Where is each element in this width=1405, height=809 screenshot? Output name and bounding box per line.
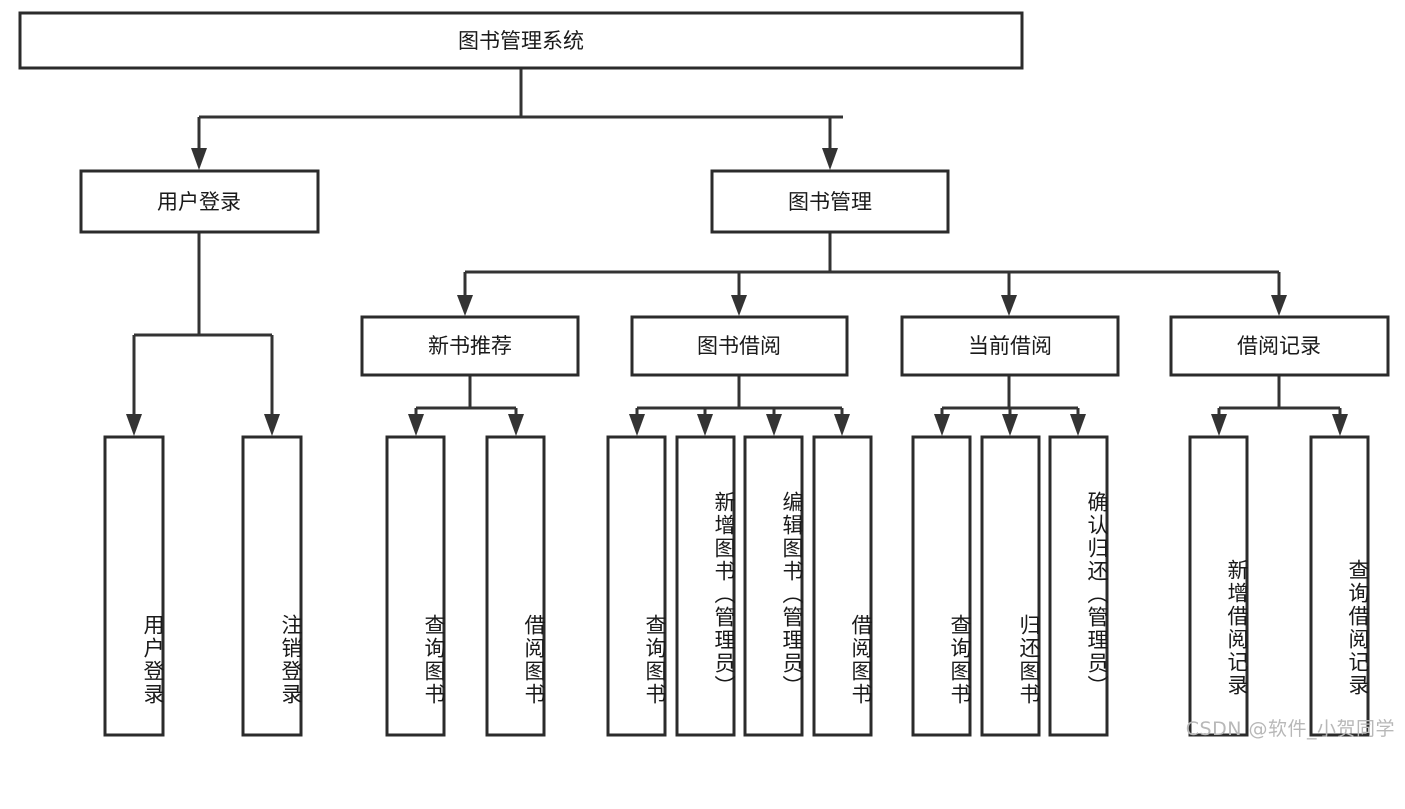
- arrow-br-leaf-1: [1211, 414, 1227, 436]
- arrow-to-borrow-record: [1271, 295, 1287, 316]
- node-book-management[interactable]: 图书管理: [710, 169, 950, 234]
- arrow-root-to-user-login: [191, 148, 207, 170]
- connector-group-book-mgmt: [457, 232, 1287, 316]
- arrow-bb-leaf-1: [629, 414, 645, 436]
- node-current-borrow-label: 当前借阅: [968, 334, 1052, 358]
- arrow-bb-leaf-3: [766, 414, 782, 436]
- node-current-borrow[interactable]: 当前借阅: [900, 315, 1120, 377]
- node-book-borrow[interactable]: 图书借阅: [630, 315, 849, 377]
- node-new-book-recommend[interactable]: 新书推荐: [360, 315, 580, 377]
- node-borrow-record[interactable]: 借阅记录: [1169, 315, 1390, 377]
- arrow-to-new-book-rec: [457, 295, 473, 316]
- connector-group-current-borrow: [934, 375, 1086, 436]
- node-root-rect[interactable]: [18, 11, 1024, 70]
- arrow-nbr-leaf-1: [408, 414, 424, 436]
- node-user-login[interactable]: 用户登录: [79, 169, 320, 234]
- arrow-br-leaf-2: [1332, 414, 1348, 436]
- node-borrow-record-label: 借阅记录: [1237, 334, 1321, 358]
- connector-group-root: [191, 68, 843, 170]
- node-user-login-rect[interactable]: [79, 169, 320, 234]
- flowchart-diagram: 图书管理系统 用户登录 图书管理 新书推荐 图书借阅 当前借阅 借阅记录: [18, 11, 1395, 740]
- arrow-cb-leaf-2: [1002, 414, 1018, 436]
- arrow-to-leaf-user-login: [126, 414, 142, 436]
- node-new-book-recommend-rect[interactable]: [360, 315, 580, 377]
- node-book-borrow-rect[interactable]: [630, 315, 849, 377]
- node-current-borrow-rect[interactable]: [900, 315, 1120, 377]
- node-root[interactable]: 图书管理系统: [18, 11, 1024, 70]
- arrow-cb-leaf-1: [934, 414, 950, 436]
- leaf-rect-query-borrow-record[interactable]: [1309, 435, 1370, 737]
- connector-group-book-borrow: [629, 375, 850, 436]
- leaf-rect-add-book-admin[interactable]: [675, 435, 736, 737]
- arrow-bb-leaf-4: [834, 414, 850, 436]
- leaf-rect-query-book-bb[interactable]: [606, 435, 667, 737]
- connector-group-user-login: [126, 232, 280, 436]
- arrow-to-current-borrow: [1001, 295, 1017, 316]
- csdn-watermark: CSDN @软件_小贺同学: [1185, 718, 1395, 740]
- node-book-management-rect[interactable]: [710, 169, 950, 234]
- leaf-rect-borrow-book-nbr[interactable]: [485, 435, 546, 737]
- arrow-root-to-book-mgmt: [822, 148, 838, 170]
- connector-group-new-book-rec: [408, 375, 524, 436]
- arrow-nbr-leaf-2: [508, 414, 524, 436]
- leaf-rect-query-book-nbr[interactable]: [385, 435, 446, 737]
- node-book-borrow-label: 图书借阅: [697, 334, 781, 358]
- connector-group-borrow-record: [1211, 375, 1348, 436]
- arrow-to-book-borrow: [731, 295, 747, 316]
- node-root-label: 图书管理系统: [458, 29, 584, 53]
- leaf-rect-return-book[interactable]: [980, 435, 1041, 737]
- leaf-rect-logout[interactable]: [241, 435, 303, 737]
- arrow-cb-leaf-3: [1070, 414, 1086, 436]
- node-book-management-label: 图书管理: [788, 190, 872, 214]
- leaf-rect-confirm-return-admin[interactable]: [1048, 435, 1109, 737]
- leaf-rect-user-login[interactable]: [103, 435, 165, 737]
- leaf-rect-borrow-book-bb[interactable]: [812, 435, 873, 737]
- leaf-rect-query-book-cb[interactable]: [911, 435, 972, 737]
- node-borrow-record-rect[interactable]: [1169, 315, 1390, 377]
- tree-structure-svg: 图书管理系统 用户登录 图书管理 新书推荐 图书借阅 当前借阅 借阅记录: [18, 11, 1390, 737]
- arrow-to-leaf-logout: [264, 414, 280, 436]
- node-user-login-label: 用户登录: [157, 190, 241, 214]
- node-new-book-recommend-label: 新书推荐: [428, 334, 512, 358]
- leaf-rect-add-borrow-record[interactable]: [1188, 435, 1249, 737]
- arrow-bb-leaf-2: [697, 414, 713, 436]
- leaf-rect-edit-book-admin[interactable]: [743, 435, 804, 737]
